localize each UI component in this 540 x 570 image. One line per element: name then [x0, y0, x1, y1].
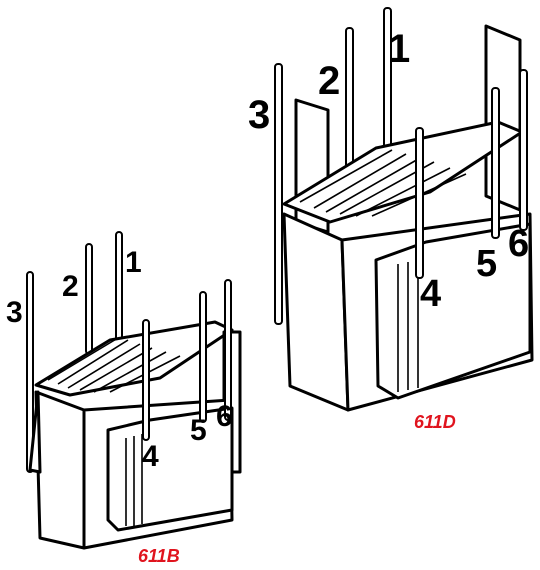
pin-2-wire: [345, 27, 354, 169]
pin-3-wire: [274, 63, 283, 325]
pin-label-5: 5: [476, 243, 497, 285]
pin-1-wire: [115, 231, 123, 353]
core-left-side: [34, 390, 86, 550]
pin-label-4: 4: [420, 273, 441, 315]
pin-label-4: 4: [142, 440, 159, 473]
pin-6-wire: [224, 279, 232, 421]
pin-label-6: 6: [216, 400, 233, 433]
transformer-611d: 1 2 3 4 5 6 611D: [248, 7, 534, 432]
pin-label-3: 3: [6, 296, 23, 329]
pin-3-wire: [26, 271, 34, 473]
pin-label-2: 2: [318, 59, 340, 103]
pin-4-wire: [415, 127, 424, 279]
pin-4-wire: [142, 319, 150, 441]
coil-box: [374, 222, 532, 400]
pin-label-1: 1: [125, 246, 142, 279]
model-label-611b: 611B: [138, 546, 180, 566]
pin-label-2: 2: [62, 270, 79, 303]
pin-5-wire: [491, 87, 500, 239]
pin-label-6: 6: [508, 223, 529, 265]
pin-label-5: 5: [190, 414, 207, 447]
model-label-611d: 611D: [414, 412, 456, 432]
pin-label-1: 1: [388, 27, 410, 71]
pin-6-wire: [519, 69, 528, 231]
lamination-lines: [47, 337, 181, 393]
lamination-lines: [299, 149, 467, 217]
core-left-side: [282, 212, 350, 412]
pin-5-wire: [199, 291, 207, 423]
coil-windings: [125, 434, 143, 526]
transformer-611b: 1 2 3 4 5 6 611B: [6, 231, 242, 566]
coil-windings: [397, 258, 419, 392]
left-leg: [28, 390, 42, 474]
pin-label-3: 3: [248, 93, 270, 137]
pin-2-wire: [85, 243, 93, 355]
